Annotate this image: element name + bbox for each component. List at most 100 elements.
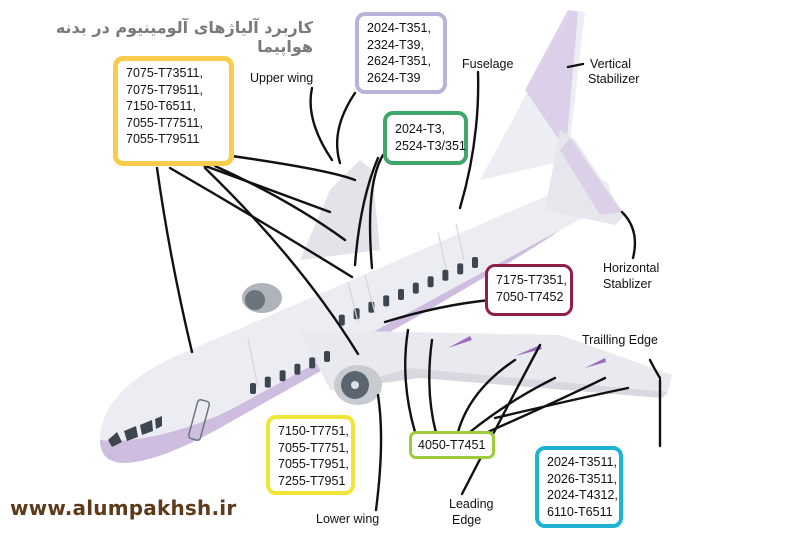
leader-line <box>428 338 438 435</box>
alloy-label: 7055-T7951, <box>278 457 349 471</box>
panel-seam <box>437 231 447 269</box>
alloy-label: 7150-T7751, <box>278 424 349 438</box>
cabin-window <box>309 357 316 369</box>
alloy-label: 2024-T351, <box>367 21 431 35</box>
alloy-label: 7055-T77511, <box>126 115 203 130</box>
cabin-window <box>250 383 256 394</box>
leader-line <box>566 62 585 69</box>
leader-line <box>458 70 480 210</box>
leader-line <box>648 358 662 380</box>
stabilizer-alloys-box: 7175-T7351, 7050-T7452 <box>485 264 573 316</box>
alloy-label: 7255-T7951 <box>278 473 346 488</box>
leader-line <box>203 166 360 356</box>
cabin-window <box>338 314 345 326</box>
cabin-window <box>427 276 434 288</box>
leader-line <box>374 393 383 512</box>
engine-near-spinner <box>351 381 359 389</box>
cabin-window <box>294 363 301 375</box>
leader-line <box>460 343 542 496</box>
alloy-label: 2024-T4312, <box>547 488 618 502</box>
leader-line <box>456 358 517 434</box>
alloy-label: 2024-T3511, <box>547 455 617 469</box>
leader-line <box>383 298 492 324</box>
cabin-window <box>398 289 404 300</box>
leading-edge-label-line2: Edge <box>452 513 482 527</box>
alloy-label: 7075-T79511, <box>126 82 203 97</box>
cockpit-window <box>140 420 153 435</box>
leading-edge-alloy-box: 4050-T7451 <box>409 431 495 459</box>
cabin-window <box>472 257 478 268</box>
alloy-label: 7075-T73511, <box>126 66 203 80</box>
page-title: کاربرد آلیاژهای آلومینیوم در بدنه هواپیم… <box>55 18 313 56</box>
leader-line <box>309 86 334 162</box>
fuselage <box>100 179 610 462</box>
cockpit-window <box>124 426 138 441</box>
cabin-window <box>324 351 330 362</box>
leader-line <box>404 328 417 434</box>
upper-wing <box>300 160 380 260</box>
upper-wing-label: Upper wing <box>250 71 314 85</box>
alloy-label: 6110-T6511 <box>547 504 613 519</box>
leader-line <box>198 162 332 214</box>
cabin-window <box>442 269 449 281</box>
horizontal-stabilizer-label-line1: Horizontal <box>603 261 660 275</box>
panel-seam <box>455 223 465 261</box>
panel-seam <box>364 274 376 314</box>
leader-lines <box>155 62 662 512</box>
trailing-edge-alloys-box: 2024-T3511, 2026-T3511, 2024-T4312, 6110… <box>535 446 623 528</box>
fuselage-label: Fuselage <box>462 57 514 71</box>
engine-far-intake <box>245 290 265 310</box>
cabin-window <box>264 376 271 388</box>
flap-fairing <box>585 358 606 368</box>
panel-seam <box>347 281 359 323</box>
vertical-stabilizer-accent <box>525 10 578 150</box>
alloy-label: 7150-T6511, <box>126 99 196 113</box>
website-url[interactable]: www.alumpakhsh.ir <box>10 496 237 520</box>
alloy-label: 2624-T351, <box>367 54 431 68</box>
alloy-label: 7055-T79511 <box>126 132 200 146</box>
cabin-window <box>457 263 464 275</box>
alloy-label: 7175-T7351, <box>496 273 567 287</box>
leading-edge-label-line1: Leading <box>449 497 494 511</box>
upper-wing-alloys-box: 7075-T73511, 7075-T79511, 7150-T6511, 70… <box>113 56 234 166</box>
cockpit-window <box>155 416 162 429</box>
vertical-stabilizer-label-line2: Stabilizer <box>588 72 640 86</box>
leader-line <box>230 154 357 182</box>
leader-line <box>336 91 357 165</box>
vertical-stabilizer-label-line1: Vertical <box>590 57 631 71</box>
alloy-label: 2324-T39, <box>367 37 424 52</box>
leader-line <box>368 153 385 270</box>
leader-line <box>486 376 607 434</box>
leader-line <box>155 166 194 354</box>
cabin-window <box>279 370 286 382</box>
fuselage-top-alloys-box: 2024-T351, 2324-T39, 2624-T351, 2624-T39 <box>355 12 447 94</box>
alloy-label: 4050-T7451 <box>418 438 486 452</box>
alloy-label: 2024-T3, <box>395 122 446 136</box>
lower-wing-label: Lower wing <box>316 512 380 526</box>
fuselage-mid-alloys-box: 2024-T3, 2524-T3/351 <box>383 111 468 165</box>
flap-fairing <box>515 345 542 356</box>
cabin-window <box>412 282 419 294</box>
door <box>187 399 211 441</box>
alloy-label: 2026-T3511, <box>547 471 617 486</box>
cabin-window <box>383 295 390 307</box>
cockpit-window <box>108 432 122 447</box>
flap-fairing <box>448 336 472 348</box>
leader-line <box>468 376 557 434</box>
lower-wing <box>300 330 672 392</box>
lower-wing-alloys-box: 7150-T7751, 7055-T7751, 7055-T7951, 7255… <box>266 415 355 495</box>
trailing-edge-label: Trailling Edge <box>582 333 658 347</box>
panel-seam <box>247 337 259 389</box>
leader-line <box>493 386 630 420</box>
lower-wing-shadow <box>330 368 668 398</box>
alloy-label: 7050-T7452 <box>496 289 564 304</box>
horizontal-stabilizer-accent <box>560 138 622 215</box>
fuselage-belly <box>100 230 560 463</box>
leader-line <box>168 166 354 279</box>
alloy-label: 2624-T39 <box>367 70 421 85</box>
alloy-label: 2524-T3/351 <box>395 138 466 153</box>
alloy-label: 7055-T7751, <box>278 440 349 455</box>
horizontal-stabilizer-label-line2: Stablizer <box>603 277 652 291</box>
leader-line <box>620 210 637 260</box>
